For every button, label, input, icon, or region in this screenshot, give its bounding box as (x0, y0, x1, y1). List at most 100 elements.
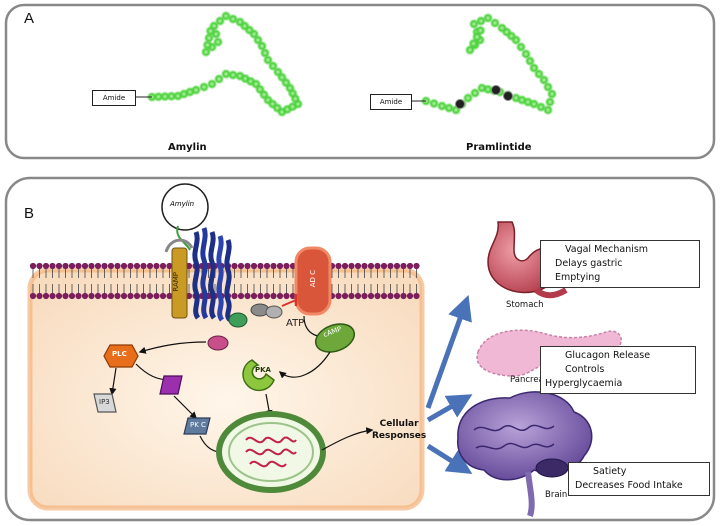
phospholipid-head (237, 262, 245, 270)
phospholipid-head (29, 262, 37, 270)
adc-activation-link (281, 299, 297, 307)
phospholipid-head (341, 292, 349, 300)
phospholipid-head (101, 262, 108, 270)
phospholipid-head (146, 262, 154, 270)
stomach-effect-line-3: Emptying (555, 272, 601, 283)
phospholipid-head (283, 292, 290, 300)
phospholipid-head (237, 292, 245, 300)
stomach-effect-line-2: Delays gastric (555, 258, 623, 269)
phospholipid-head (361, 292, 368, 300)
phospholipid-head (387, 262, 394, 270)
pkc-enzyme (183, 417, 211, 435)
phospholipid-head (49, 262, 56, 270)
pkc-label: PK C (190, 421, 206, 429)
phospholipid-head (374, 292, 381, 300)
ip3-label: IP3 (99, 398, 110, 406)
phospholipid-head (36, 292, 43, 300)
pancreas-effect-line-3: Hyperglycaemia (545, 378, 623, 389)
amino-acid-bead (190, 84, 202, 96)
phospholipid-head (55, 262, 63, 270)
phospholipid-head (49, 292, 56, 300)
phospholipid-head (81, 292, 89, 300)
phospholipid-head (276, 262, 284, 270)
phospholipid-head (75, 292, 82, 300)
phospholipid-head (244, 262, 251, 270)
phospholipid-head (114, 292, 121, 300)
chromatin (245, 436, 297, 468)
phospholipid-head (133, 262, 141, 270)
dag-molecule (159, 375, 183, 395)
pancreas-label: Pancreas (510, 375, 549, 385)
phospholipid-head (335, 262, 342, 270)
phospholipid-head (354, 262, 362, 270)
phospholipid-head (120, 292, 128, 300)
brain-label: Brain (545, 490, 568, 500)
ramp-protein (171, 247, 188, 319)
phospholipid-head (263, 262, 271, 270)
panel-a-letter: A (24, 10, 35, 27)
phospholipid-head (42, 292, 50, 300)
amino-acid-bead (198, 81, 210, 93)
proline-substitution-bead (503, 91, 513, 101)
phospholipid-head (127, 262, 134, 270)
phospholipid-head (250, 292, 258, 300)
phospholipid-head (406, 262, 414, 270)
phospholipid-head (133, 292, 141, 300)
atp-label: ATP (286, 318, 305, 329)
pramlintide-name: Pramlintide (466, 142, 532, 153)
cellular-responses-line-1: Cellular (379, 419, 419, 429)
g-alpha-subunit (228, 312, 248, 328)
phospholipid-head (354, 292, 362, 300)
phospholipid-head (374, 262, 381, 270)
pka-label: PKA (255, 366, 271, 374)
stomach-label: Stomach (506, 300, 544, 310)
amino-acid-bead (544, 96, 556, 108)
pancreas-effect-line-2: Controls (565, 364, 605, 375)
phospholipid-head (231, 292, 238, 300)
phospholipid-head (88, 292, 95, 300)
ip3-molecule (93, 393, 117, 413)
arrow-to-brain (426, 443, 473, 475)
camp-molecule (314, 323, 356, 353)
stomach-effect-line-1: Vagal Mechanism (565, 244, 649, 255)
g-beta-subunit (265, 305, 283, 319)
amylin-amide-label: Amide (92, 90, 136, 106)
brain-effect-line-2: Decreases Food Intake (575, 480, 683, 491)
adc-label: AD C (309, 270, 317, 288)
plc-to-ip3-arrow (109, 367, 117, 396)
phospholipid-head (159, 262, 167, 270)
phospholipid-head (348, 262, 355, 270)
phospholipid-head (257, 292, 264, 300)
proline-substitution-bead (491, 85, 501, 95)
phospholipid-head (263, 292, 271, 300)
nucleus (216, 411, 326, 493)
phospholipid-head (276, 292, 284, 300)
cellular-responses-line-2: Responses (372, 431, 427, 441)
phospholipid-head (367, 262, 375, 270)
phospholipid-head (393, 262, 401, 270)
phospholipid-head (400, 292, 407, 300)
phospholipid-head (140, 292, 147, 300)
amino-acid-bead (428, 98, 440, 109)
ramp-extracellular-loop (164, 238, 194, 253)
pramlintide-peptide-chain (420, 12, 558, 116)
phospholipid-head (120, 262, 128, 270)
phospholipid-head (335, 292, 342, 300)
phospholipid-head (348, 292, 355, 300)
phospholipid-head (62, 292, 69, 300)
phospholipid-head (380, 262, 388, 270)
pancreas-effect-box: Glucagon Release Controls Hyperglycaemia (540, 346, 696, 394)
phospholipid-head (88, 262, 95, 270)
amylin-name: Amylin (168, 142, 207, 153)
phospholipid-head (166, 262, 173, 270)
phospholipid-head (387, 292, 394, 300)
plc-label: PLC (112, 350, 127, 358)
phospholipid-head (107, 262, 115, 270)
phospholipid-head (393, 292, 401, 300)
phospholipid-head (231, 262, 238, 270)
pka-enzyme (242, 359, 275, 392)
g-alpha-q-subunit (207, 335, 229, 351)
phospholipid-head (159, 292, 167, 300)
phospholipid-head (270, 262, 277, 270)
phospholipid-head (283, 262, 290, 270)
